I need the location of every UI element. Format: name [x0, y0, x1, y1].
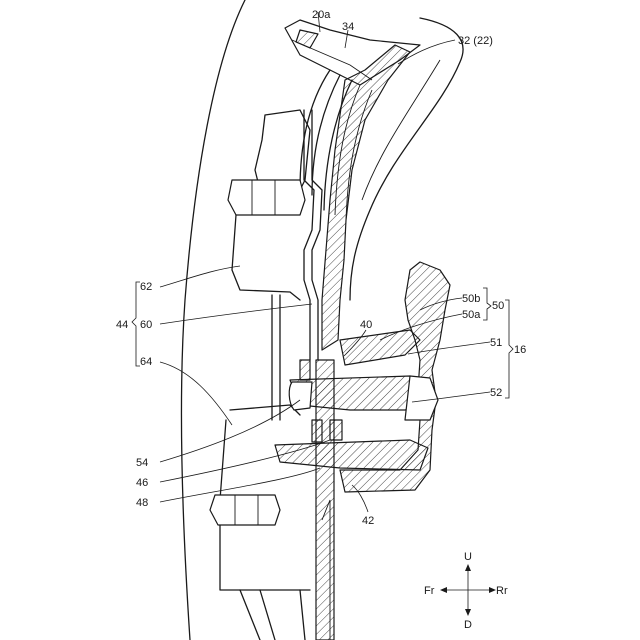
label-16: 16: [514, 344, 526, 356]
label-62: 62: [140, 281, 152, 293]
label-40: 40: [360, 319, 372, 331]
compass-rear: Rr: [496, 585, 508, 597]
label-64: 64: [140, 356, 152, 368]
compass-front: Fr: [424, 585, 435, 597]
label-34: 34: [342, 21, 354, 33]
label-48: 48: [136, 497, 148, 509]
label-32: 32 (22): [458, 35, 493, 47]
label-51: 51: [490, 337, 502, 349]
label-60: 60: [140, 319, 152, 331]
label-50: 50: [492, 300, 504, 312]
label-52: 52: [490, 387, 502, 399]
lower-lamp: [210, 495, 305, 640]
label-20a: 20a: [312, 9, 331, 21]
label-44: 44: [116, 319, 128, 331]
direction-compass: U D Fr Rr: [424, 551, 508, 631]
label-50b: 50b: [462, 293, 480, 305]
stepped-inner-plate: [304, 110, 322, 360]
label-46: 46: [136, 477, 148, 489]
label-42: 42: [362, 515, 374, 527]
label-54: 54: [136, 457, 148, 469]
compass-up: U: [464, 551, 472, 563]
label-50a: 50a: [462, 309, 481, 321]
compass-down: D: [464, 619, 472, 631]
